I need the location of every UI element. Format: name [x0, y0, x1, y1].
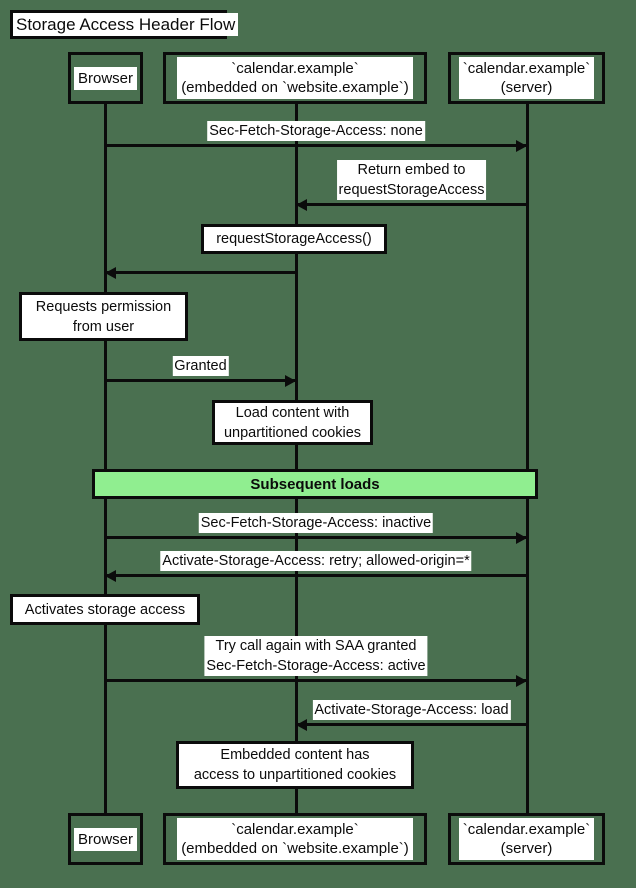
- note-n2: Requests permission from user: [19, 292, 188, 341]
- message-line-m3: [105, 271, 296, 274]
- message-label-m1: Sec-Fetch-Storage-Access: none: [207, 121, 425, 141]
- message-arrowhead-m4: [285, 374, 296, 387]
- participant-box-server-top[interactable]: `calendar.example` (server): [448, 52, 605, 104]
- participant-label-browser: Browser: [73, 827, 137, 851]
- participant-label-server: `calendar.example` (server): [458, 57, 595, 99]
- note-n5: Embedded content has access to unpartiti…: [176, 741, 414, 789]
- message-line-m7: [105, 679, 527, 682]
- diagram-title: Storage Access Header Flow: [13, 13, 239, 36]
- participant-box-embed-bottom[interactable]: `calendar.example` (embedded on `website…: [163, 813, 427, 865]
- message-arrowhead-m7: [516, 674, 527, 687]
- message-line-m5: [105, 536, 527, 539]
- lifeline-browser: [104, 104, 107, 813]
- message-label-m7: Try call again with SAA granted Sec-Fetc…: [204, 636, 428, 676]
- note-n1: requestStorageAccess(): [201, 224, 387, 254]
- message-line-m4: [105, 379, 296, 382]
- participant-box-browser-bottom[interactable]: Browser: [68, 813, 143, 865]
- message-arrowhead-m8: [296, 718, 307, 731]
- participant-label-embed: `calendar.example` (embedded on `website…: [177, 57, 413, 99]
- message-arrowhead-m5: [516, 531, 527, 544]
- message-line-m6: [105, 574, 527, 577]
- message-arrowhead-m6: [105, 569, 116, 582]
- participant-label-server: `calendar.example` (server): [458, 818, 595, 860]
- section-banner: Subsequent loads: [92, 469, 538, 499]
- message-line-m2: [296, 203, 527, 206]
- participant-box-embed-top[interactable]: `calendar.example` (embedded on `website…: [163, 52, 427, 104]
- message-line-m8: [296, 723, 527, 726]
- message-label-m5: Sec-Fetch-Storage-Access: inactive: [198, 513, 434, 533]
- message-label-m8: Activate-Storage-Access: load: [312, 700, 511, 720]
- participant-box-server-bottom[interactable]: `calendar.example` (server): [448, 813, 605, 865]
- lifeline-server: [526, 104, 529, 813]
- participant-label-browser: Browser: [73, 66, 137, 90]
- message-arrowhead-m3: [105, 266, 116, 279]
- message-label-m4: Granted: [172, 356, 229, 376]
- message-arrowhead-m2: [296, 198, 307, 211]
- message-arrowhead-m1: [516, 139, 527, 152]
- message-line-m1: [105, 144, 527, 147]
- note-n4: Activates storage access: [10, 594, 200, 625]
- note-n3: Load content with unpartitioned cookies: [212, 400, 373, 445]
- message-label-m6: Activate-Storage-Access: retry; allowed-…: [160, 551, 472, 571]
- message-label-m2: Return embed to requestStorageAccess: [336, 160, 487, 200]
- lifeline-embed: [295, 104, 298, 813]
- participant-label-embed: `calendar.example` (embedded on `website…: [177, 818, 413, 860]
- participant-box-browser-top[interactable]: Browser: [68, 52, 143, 104]
